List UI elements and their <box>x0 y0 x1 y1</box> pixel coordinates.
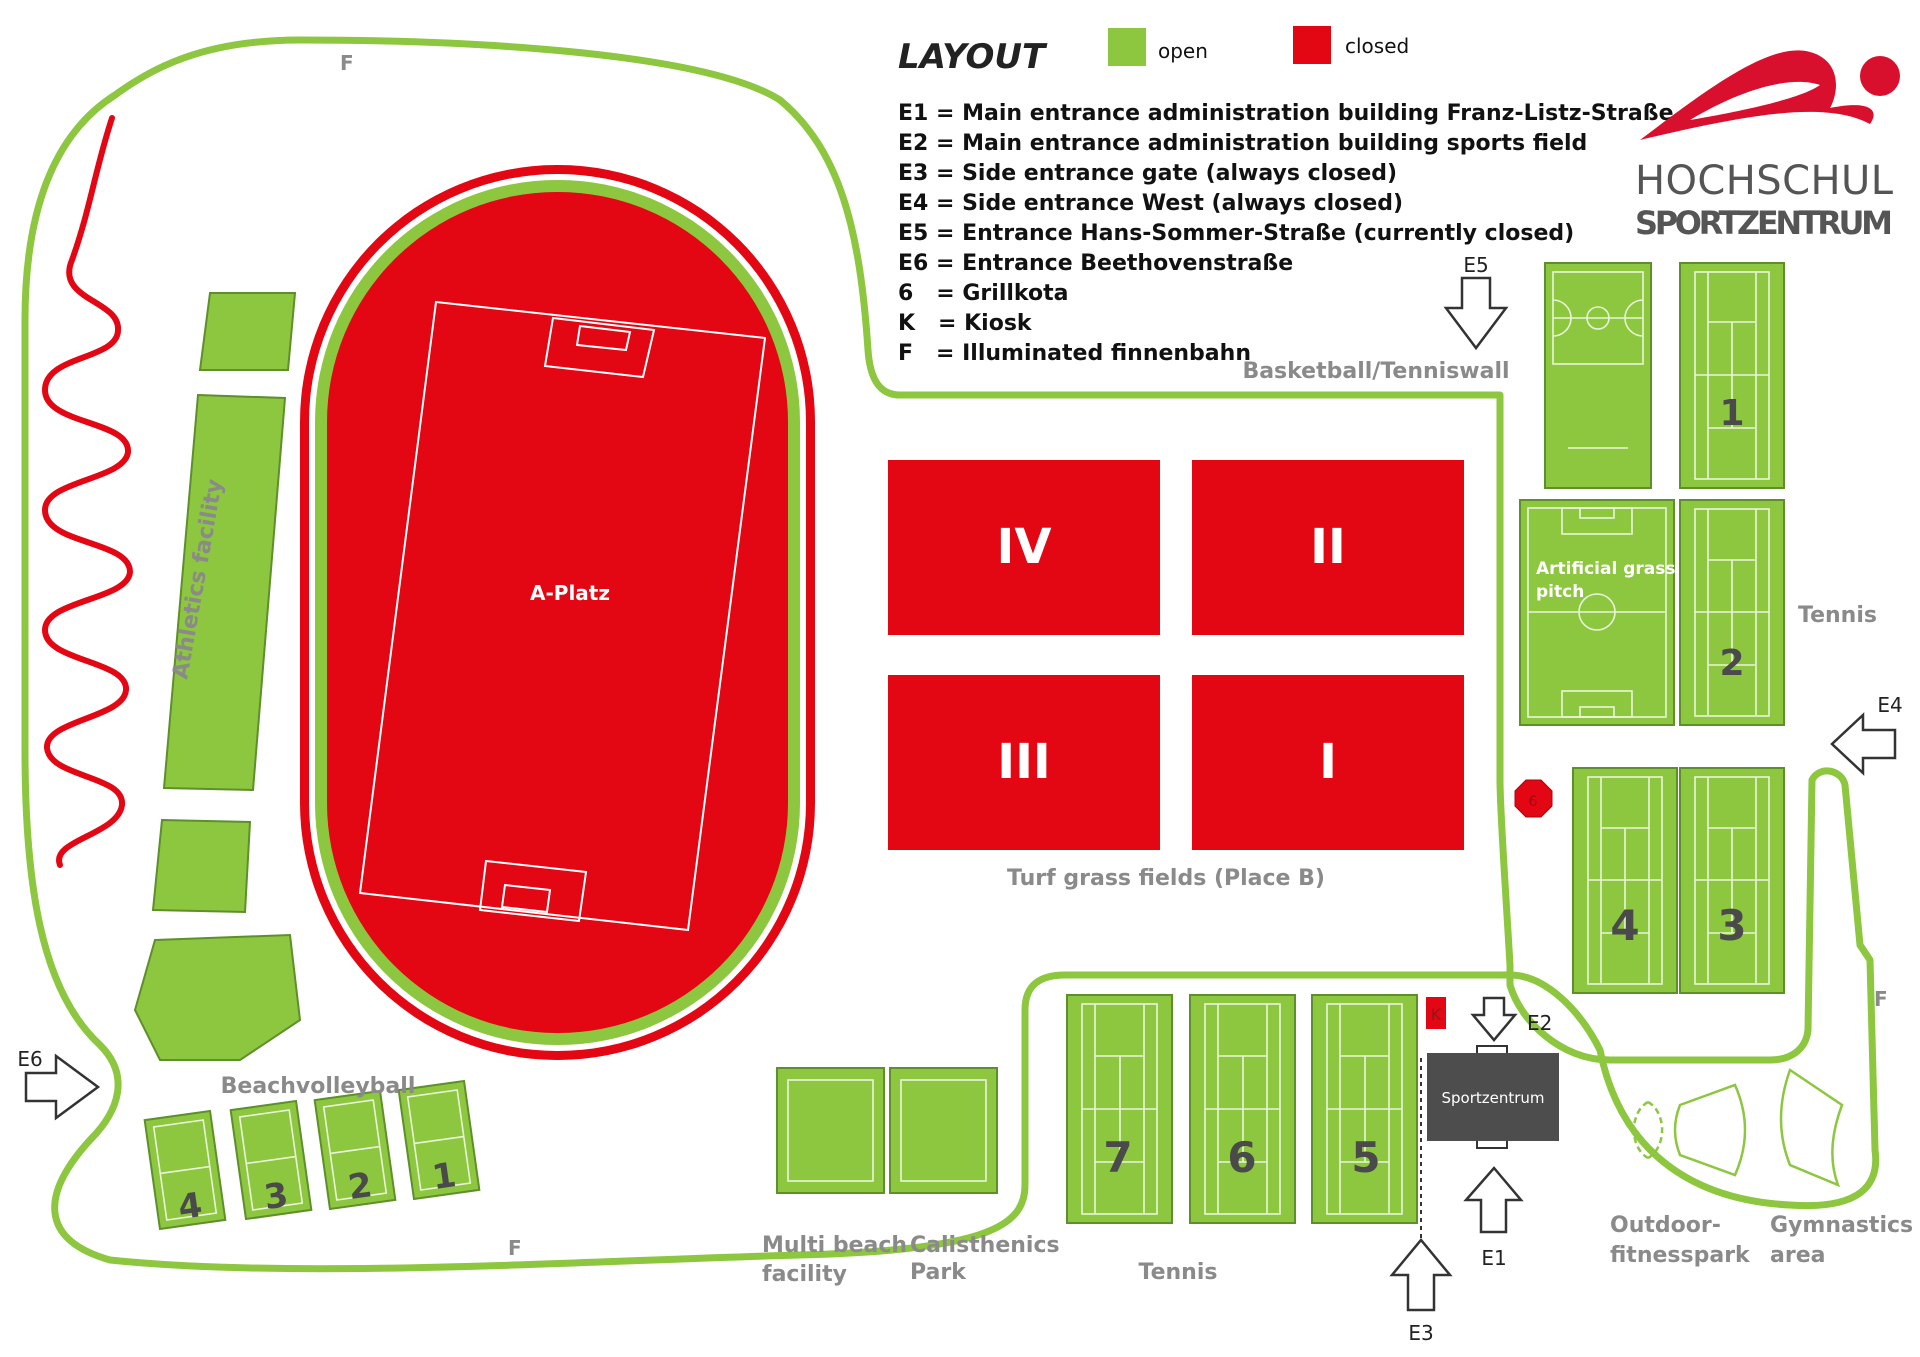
beachvolleyball-label: Beachvolleyball <box>221 1074 416 1099</box>
turf-caption: Turf grass fields (Place B) <box>1007 866 1325 891</box>
entrance-e6: E6 <box>17 1047 101 1121</box>
tennis-court-6-number: 6 <box>1227 1133 1256 1182</box>
entrance-e3-label: E3 <box>1408 1321 1433 1345</box>
tennis-court-5: 5 <box>1311 994 1418 1224</box>
legend-entry: E2 = Main entrance administration buildi… <box>898 131 1587 156</box>
basketball-court: Basketball/Tenniswall <box>1242 262 1652 489</box>
beach-court-2-number: 2 <box>346 1165 375 1208</box>
calisthenics-label-1: Calisthenics <box>910 1233 1060 1258</box>
entrance-e2: E2 <box>1470 996 1552 1042</box>
turf-field-i-label: I <box>1319 734 1337 790</box>
athletics-facility: Athletics facility <box>133 292 302 1061</box>
tennis-court-2-number: 2 <box>1719 643 1744 684</box>
legend-entry: K = Kiosk <box>898 311 1033 336</box>
grillkota-label: 6 <box>1529 794 1538 810</box>
legend-entry: 6 = Grillkota <box>898 281 1068 306</box>
finnenbahn-mark: F <box>508 1236 522 1260</box>
entrance-e5-label: E5 <box>1463 253 1488 277</box>
artificial-grass-pitch: Artificial grass pitch <box>1519 499 1675 726</box>
entrance-e6-label: E6 <box>17 1047 42 1071</box>
tennis-right-label: Tennis <box>1798 603 1877 628</box>
serpentine-path-closed <box>41 115 134 868</box>
outdoor-label-2: fitnesspark <box>1610 1243 1751 1268</box>
legend-closed-swatch <box>1293 26 1331 64</box>
legend-entry: E1 = Main entrance administration buildi… <box>898 101 1674 126</box>
outdoor-label-1: Outdoor- <box>1610 1213 1721 1238</box>
turf-field-iii-label: III <box>997 734 1051 790</box>
tennis-court-6: 6 <box>1189 994 1296 1224</box>
calisthenics-label-2: Park <box>910 1260 967 1285</box>
tennis-court-7-number: 7 <box>1103 1133 1132 1182</box>
beach-court-3-number: 3 <box>262 1175 291 1218</box>
turf-field-iv-label: IV <box>996 519 1051 575</box>
legend-open-swatch <box>1108 28 1146 66</box>
gymnastics-area: Gymnastics area <box>1770 1068 1913 1268</box>
beach-court-1-number: 1 <box>430 1155 459 1198</box>
turf-field-ii <box>1192 460 1464 635</box>
tennis-court-5-number: 5 <box>1351 1133 1380 1182</box>
basketball-label: Basketball/Tenniswall <box>1242 359 1509 384</box>
legend-entry: F = Illuminated finnenbahn <box>898 341 1251 366</box>
sportzentrum-label: Sportzentrum <box>1441 1089 1544 1107</box>
tennis-court-7: 7 <box>1066 994 1173 1224</box>
multi-beach-facility: Multi beach facility <box>762 1067 907 1287</box>
legend-entry: E3 = Side entrance gate (always closed) <box>898 161 1397 186</box>
tennis-bottom-label: Tennis <box>1139 1260 1218 1285</box>
entrance-e4-label: E4 <box>1877 693 1902 717</box>
tennis-court-1-number: 1 <box>1719 393 1744 434</box>
kiosk-label: K <box>1431 1005 1442 1024</box>
artificial-grass-label-2: pitch <box>1536 582 1584 602</box>
multi-beach-label-1: Multi beach <box>762 1233 907 1258</box>
tennis-court-4: 4 <box>1572 767 1678 994</box>
legend-entry: E6 = Entrance Beethovenstraße <box>898 251 1293 276</box>
turf-field-i <box>1192 675 1464 850</box>
kiosk: K <box>1426 997 1446 1029</box>
beachvolleyball-courts: 4 3 2 1 Beachvolleyball <box>143 1074 481 1231</box>
a-platz-label: A-Platz <box>530 581 610 605</box>
logo-line1: HOCHSCHUL <box>1635 158 1894 204</box>
multi-beach-label-2: facility <box>762 1262 847 1287</box>
entrance-e5: E5 <box>1443 253 1509 351</box>
calisthenics-park: Calisthenics Park <box>889 1067 1060 1285</box>
legend-title: LAYOUT <box>898 37 1048 77</box>
finnenbahn-mark: F <box>1874 987 1888 1011</box>
a-platz: A-Platz <box>300 165 815 1060</box>
gymnastics-label-2: area <box>1770 1243 1825 1268</box>
legend: LAYOUT open closed E1 = Main entrance ad… <box>898 26 1674 366</box>
finnenbahn-mark: F <box>340 51 354 75</box>
tennis-court-2: 2 <box>1679 499 1785 726</box>
grillkota: 6 <box>1514 779 1553 818</box>
turf-grass-fields: IV II III I Turf grass fields (Place B) <box>888 460 1464 891</box>
entrance-e1: E1 <box>1463 1166 1524 1270</box>
gymnastics-label-1: Gymnastics <box>1770 1213 1913 1238</box>
entrance-e2-label: E2 <box>1527 1011 1552 1035</box>
tennis-court-4-number: 4 <box>1610 901 1639 950</box>
entrance-e4: E4 <box>1830 693 1903 776</box>
tennis-court-1: 1 <box>1679 262 1785 489</box>
turf-field-iv <box>888 460 1160 635</box>
artificial-grass-label-1: Artificial grass <box>1536 559 1675 579</box>
turf-field-iii <box>888 675 1160 850</box>
tennis-court-3: 3 <box>1679 767 1785 994</box>
legend-closed-label: closed <box>1345 34 1409 58</box>
entrance-e1-label: E1 <box>1481 1246 1506 1270</box>
legend-open-label: open <box>1158 39 1208 63</box>
logo-line2: SPORTZENTRUM <box>1635 204 1893 242</box>
beach-court-4-number: 4 <box>176 1185 205 1228</box>
legend-entry: E4 = Side entrance West (always closed) <box>898 191 1403 216</box>
finnenbahn-path <box>21 36 1880 1273</box>
hochschulsport-logo: HOCHSCHUL SPORTZENTRUM <box>1635 50 1900 242</box>
turf-field-ii-label: II <box>1310 519 1346 575</box>
outdoor-fitnesspark: Outdoor- fitnesspark <box>1610 1083 1751 1268</box>
tennis-court-3-number: 3 <box>1717 901 1746 950</box>
logo-dot-icon <box>1860 56 1900 96</box>
sportzentrum-building: Sportzentrum <box>1420 1045 1559 1238</box>
entrance-e3: E3 <box>1389 1238 1453 1345</box>
legend-entry: E5 = Entrance Hans-Sommer-Straße (curren… <box>898 221 1574 246</box>
